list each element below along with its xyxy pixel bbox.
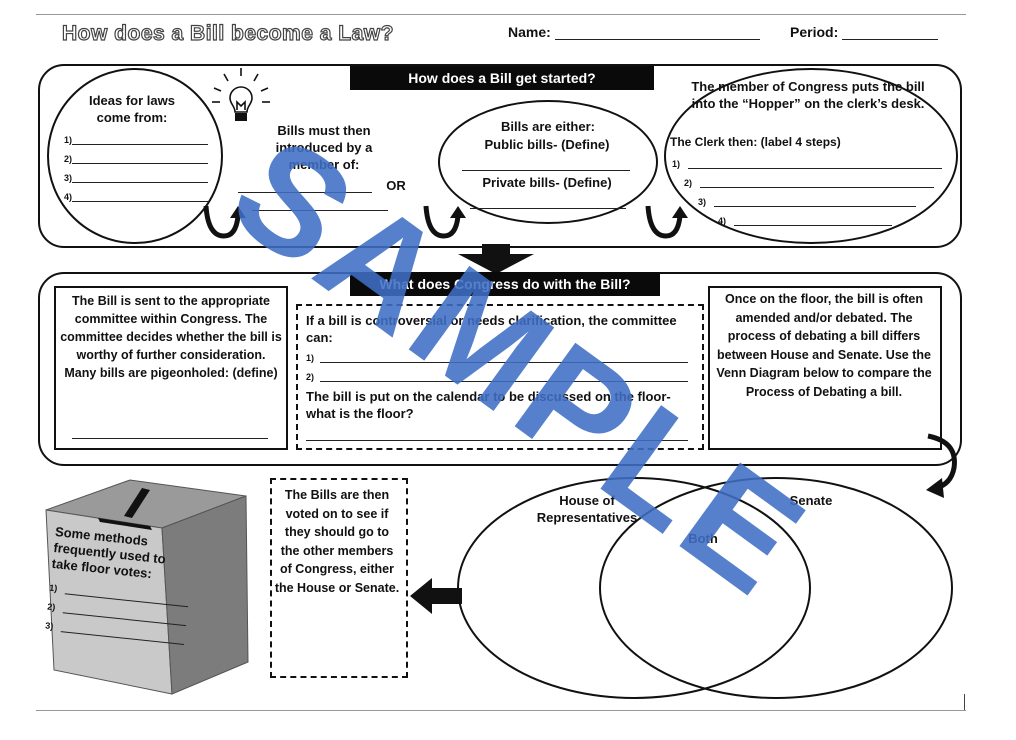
- clerk-step-1: 1): [672, 159, 681, 169]
- curved-arrow-icon: [423, 205, 466, 239]
- ideas-blank-1[interactable]: [72, 130, 208, 145]
- period-label: Period:: [790, 24, 839, 40]
- curved-arrow-icon: [645, 205, 688, 239]
- hopper-clerk: The Clerk then: (label 4 steps): [670, 135, 841, 149]
- ideas-blank-2[interactable]: [72, 149, 208, 164]
- lightbulb-icon: [212, 68, 270, 121]
- ideas-blank-4[interactable]: [72, 187, 208, 202]
- public-bills-blank[interactable]: [462, 156, 630, 171]
- curved-arrow-icon: [926, 433, 957, 498]
- page-title: How does a Bill become a Law?: [61, 21, 394, 45]
- venn-house-label: House of Representatives: [536, 493, 638, 525]
- controversial-intro: If a bill is controversial or needs clar…: [306, 313, 677, 345]
- ballot-box-illustration: [45, 479, 249, 695]
- committee-option-blank-1[interactable]: [320, 348, 688, 363]
- venn-both-label: Both: [688, 531, 718, 546]
- section-started-banner: How does a Bill get started?: [350, 66, 654, 90]
- hopper-text: The member of Congress puts the bill int…: [691, 79, 925, 111]
- clerk-step-4: 4): [718, 216, 727, 226]
- clerk-step-blank-4[interactable]: [734, 211, 892, 226]
- ballot-item-3: 3): [44, 620, 54, 632]
- clerk-step-2: 2): [684, 178, 693, 188]
- calendar-text: The bill is put on the calendar to be di…: [306, 389, 671, 421]
- introduced-text: Bills must then introduced by a member o…: [275, 123, 373, 172]
- private-bills-label: Private bills- (Define): [482, 175, 612, 190]
- clerk-step-blank-1[interactable]: [688, 154, 942, 169]
- ideas-title: Ideas for laws come from:: [89, 93, 175, 125]
- ideas-ellipse: [47, 68, 223, 244]
- venn-house-circle: [457, 477, 811, 699]
- top-rule: [36, 14, 966, 15]
- ideas-item-4: 4): [64, 192, 73, 202]
- ballot-item-2: 2): [46, 601, 56, 613]
- introduced-or: OR: [386, 178, 406, 193]
- right-tick: [964, 694, 965, 710]
- ballot-item-1: 1): [48, 582, 58, 594]
- committee-options: 1) 2): [306, 348, 688, 382]
- floor-blank[interactable]: [306, 426, 688, 441]
- ballot-text: Some methods frequently used to take flo…: [44, 524, 195, 646]
- pigeonhole-blank[interactable]: [72, 424, 268, 439]
- bill-types-ellipse: [438, 100, 658, 224]
- bottom-rule: [36, 710, 966, 711]
- controversial-box: [296, 304, 704, 450]
- introduced-blank-2[interactable]: [252, 196, 388, 211]
- clerk-step-blank-2[interactable]: [700, 173, 934, 188]
- period-field[interactable]: Period:: [790, 24, 939, 40]
- committee-option-blank-2[interactable]: [320, 367, 688, 382]
- down-arrow-icon: [458, 244, 534, 274]
- private-bills-blank[interactable]: [470, 194, 626, 209]
- committee-option-2: 2): [306, 372, 315, 382]
- left-arrow-icon: [410, 578, 462, 614]
- name-label: Name:: [508, 24, 551, 40]
- voted-box: [270, 478, 408, 678]
- venn-diagram: [457, 477, 953, 699]
- clerk-step-blank-3[interactable]: [714, 192, 916, 207]
- floor-text: Once on the floor, the bill is often ame…: [716, 292, 932, 399]
- section-congress-banner: What does Congress do with the Bill?: [350, 272, 660, 296]
- bill-types-title: Bills are either:: [501, 119, 595, 134]
- ideas-item-2: 2): [64, 154, 73, 164]
- public-bills-label: Public bills- (Define): [484, 137, 610, 152]
- curved-arrow-icon: [203, 205, 246, 239]
- clerk-steps: 1) 2) 3) 4): [672, 154, 942, 226]
- committee-box: [54, 286, 288, 450]
- clerk-step-3: 3): [698, 197, 707, 207]
- committee-text: The Bill is sent to the appropriate comm…: [60, 294, 282, 380]
- venn-senate-label: Senate: [789, 493, 833, 508]
- hopper-ellipse: [664, 68, 958, 244]
- name-field[interactable]: Name:: [508, 24, 760, 40]
- ideas-item-1: 1): [64, 135, 73, 145]
- committee-option-1: 1): [306, 353, 315, 363]
- voted-text: The Bills are then voted on to see if th…: [274, 488, 400, 595]
- ideas-list: 1) 2) 3) 4): [64, 130, 208, 202]
- ideas-item-3: 3): [64, 173, 73, 183]
- ideas-blank-3[interactable]: [72, 168, 208, 183]
- introduced-blank-1[interactable]: [238, 178, 372, 193]
- venn-senate-circle: [599, 477, 953, 699]
- floor-box: [708, 286, 942, 450]
